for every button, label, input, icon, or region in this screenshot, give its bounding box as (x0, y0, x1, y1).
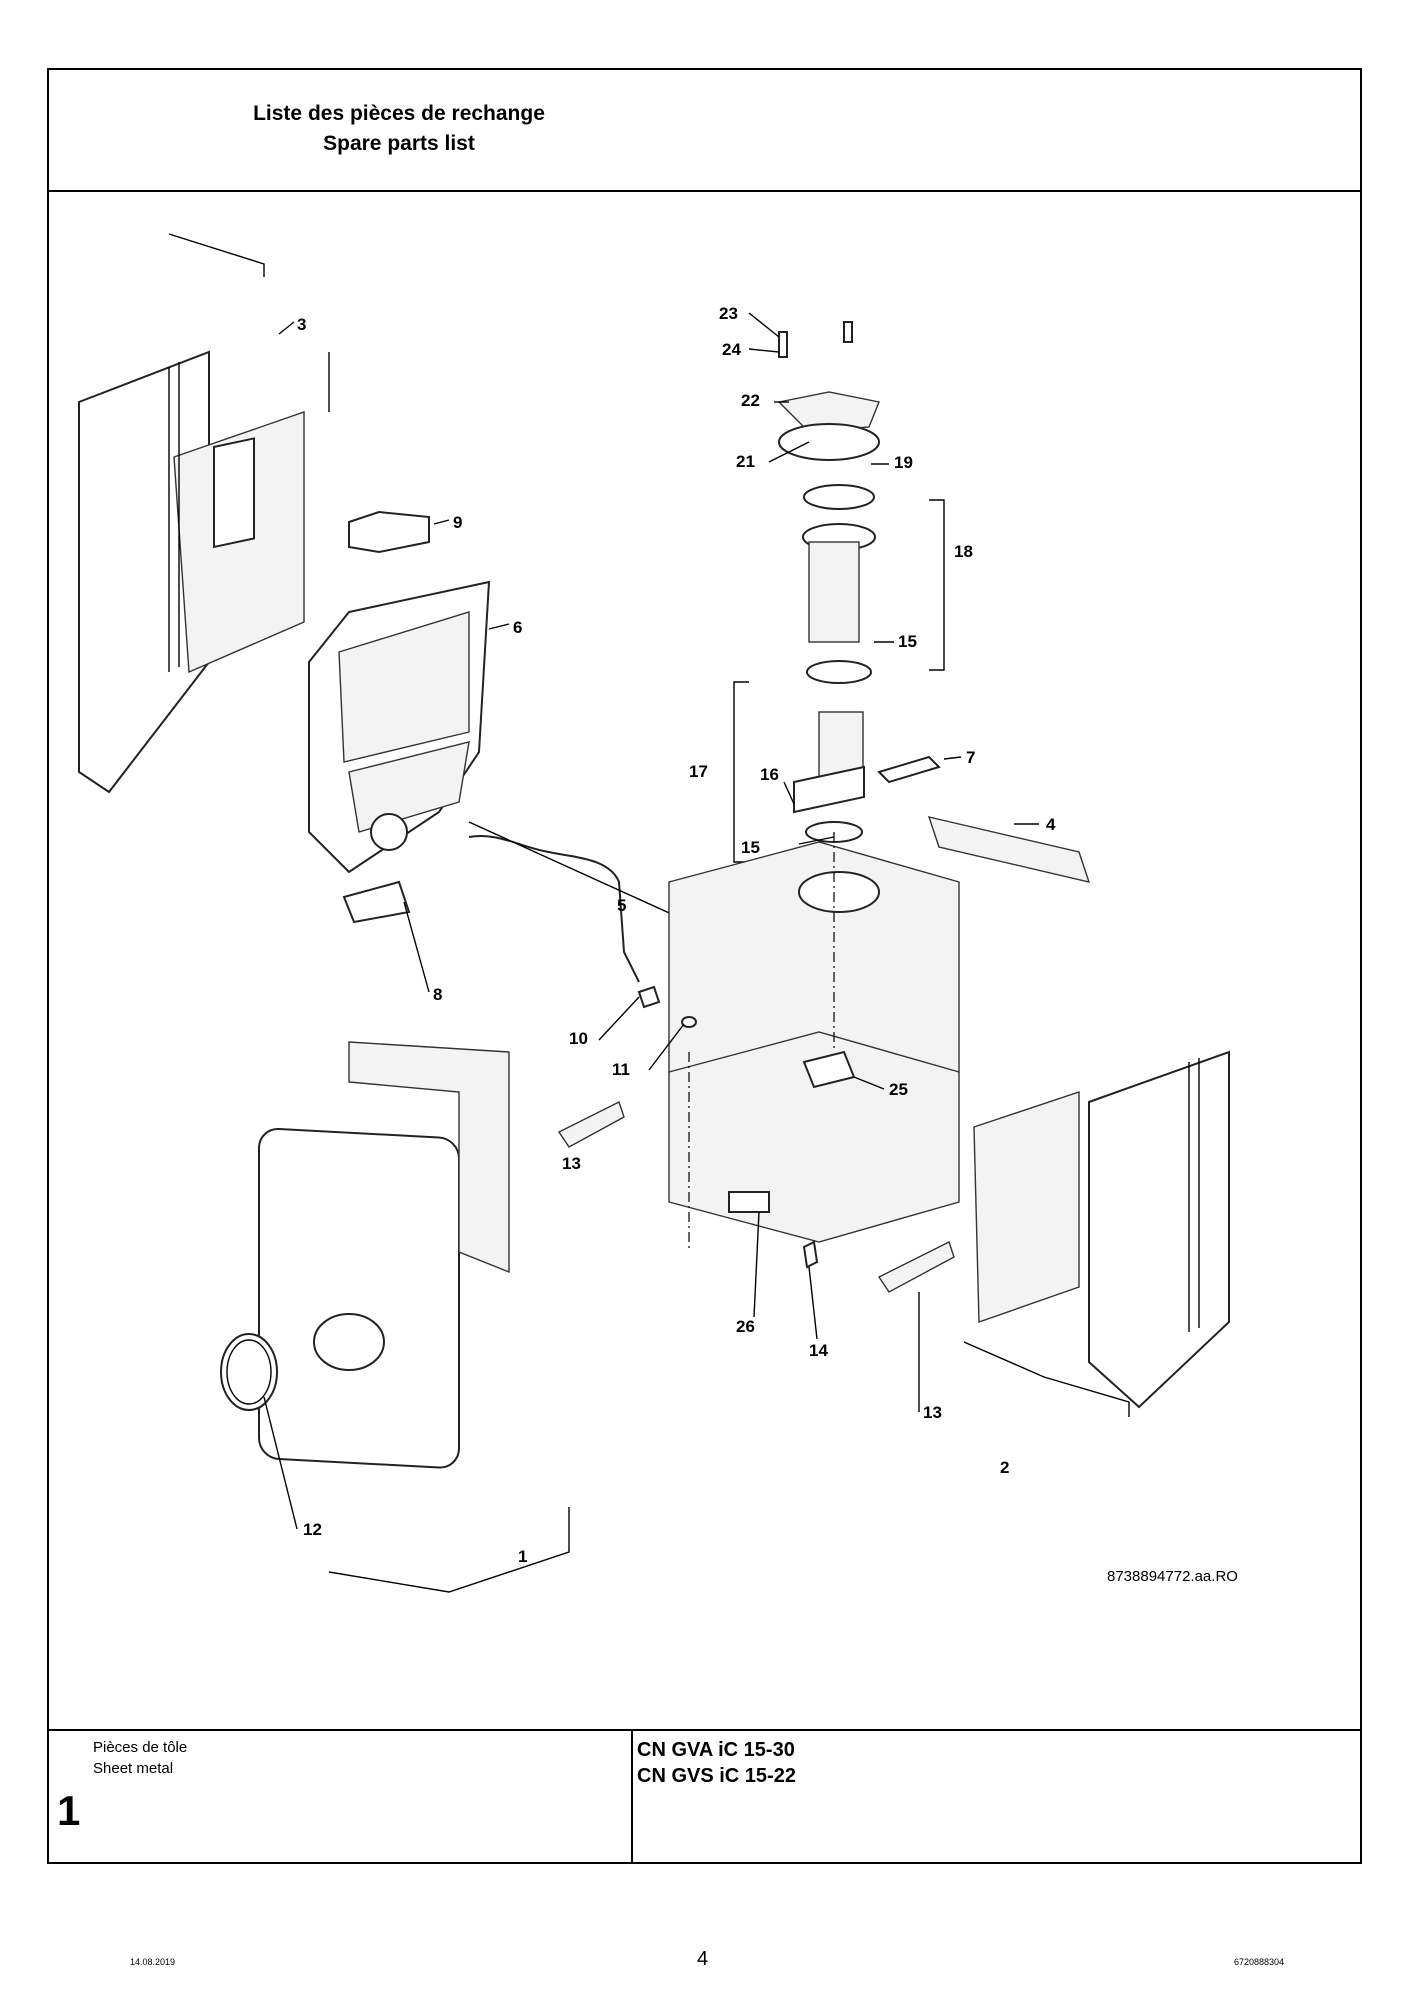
callout-13b: 13 (923, 1403, 942, 1422)
model-1: CN GVA iC 15-30 (637, 1739, 795, 1761)
part-8-bracket (342, 880, 411, 924)
callout-22: 22 (741, 391, 760, 410)
title-french: Liste des pièces de rechange (253, 102, 545, 125)
part-4-rail (927, 816, 1091, 883)
title-english: Spare parts list (323, 132, 475, 155)
part-3-left-side-panel (78, 233, 330, 794)
part-1-front-panel (258, 1041, 570, 1593)
page-frame: Liste des pièces de rechange Spare parts… (47, 68, 1362, 1864)
flue-assembly (733, 321, 945, 863)
callout-19: 19 (894, 453, 913, 472)
part-14-clip (802, 1240, 819, 1269)
callout-11: 11 (612, 1060, 630, 1079)
exploded-diagram-svg: 3 9 6 8 5 10 11 13 12 1 23 24 22 21 19 1… (78, 233, 1238, 1593)
callout-6: 6 (513, 618, 522, 637)
print-date: 14.08.2019 (130, 1957, 176, 1967)
chassis-frame (668, 832, 960, 1252)
part-11-oring (681, 1016, 697, 1028)
callout-18: 18 (954, 542, 973, 561)
header: Liste des pièces de rechange Spare parts… (49, 70, 1360, 192)
section-name-french: Pièces de tôle (93, 1739, 188, 1756)
part-7-gasket (877, 755, 941, 784)
callout-8: 8 (433, 985, 442, 1004)
part-13-clip-left (557, 1101, 625, 1148)
callout-24: 24 (722, 340, 741, 359)
callout-7: 7 (966, 748, 975, 767)
callout-2: 2 (1000, 1458, 1009, 1477)
callout-25: 25 (889, 1080, 908, 1099)
callout-labels: 3 9 6 8 5 10 11 13 12 1 23 24 22 21 19 1… (263, 304, 1238, 1585)
part-26-connector (728, 1191, 770, 1213)
footer-divider (631, 1731, 633, 1862)
part-2-right-side-panel (963, 1050, 1230, 1417)
section-number: 1 (57, 1787, 81, 1834)
callout-21: 21 (736, 452, 755, 471)
callout-15a: 15 (898, 632, 917, 651)
part-12-ring (220, 1333, 278, 1411)
callout-13a: 13 (562, 1154, 581, 1173)
callout-16: 16 (760, 765, 779, 784)
callout-26: 26 (736, 1317, 755, 1336)
callout-12: 12 (303, 1520, 322, 1539)
exploded-view-drawing: 3 9 6 8 5 10 11 13 12 1 23 24 22 21 19 1… (49, 192, 1360, 1732)
callout-3: 3 (297, 315, 306, 334)
part-9-bracket (348, 510, 430, 554)
callout-15b: 15 (741, 838, 760, 857)
section-name-english: Sheet metal (93, 1760, 174, 1777)
callout-14: 14 (809, 1341, 828, 1360)
callout-1: 1 (518, 1547, 527, 1566)
document-code: 6720888304 (1234, 1957, 1285, 1967)
callout-5: 5 (617, 896, 626, 915)
part-13-clip-right (877, 1241, 955, 1293)
page-number: 4 (697, 1948, 709, 1970)
model-2: CN GVS iC 15-22 (637, 1765, 796, 1787)
footer-block: Pièces de tôle Sheet metal 1 CN GVA iC 1… (49, 1729, 1360, 1862)
callout-23: 23 (719, 304, 738, 323)
drawing-reference: 8738894772.aa.RO (1107, 1568, 1238, 1585)
part-10-clip (637, 985, 661, 1009)
callout-4: 4 (1046, 815, 1056, 834)
callout-9: 9 (453, 513, 462, 532)
callout-10: 10 (569, 1029, 588, 1048)
callout-17: 17 (689, 762, 708, 781)
part-6-expansion-vessel (308, 580, 491, 874)
